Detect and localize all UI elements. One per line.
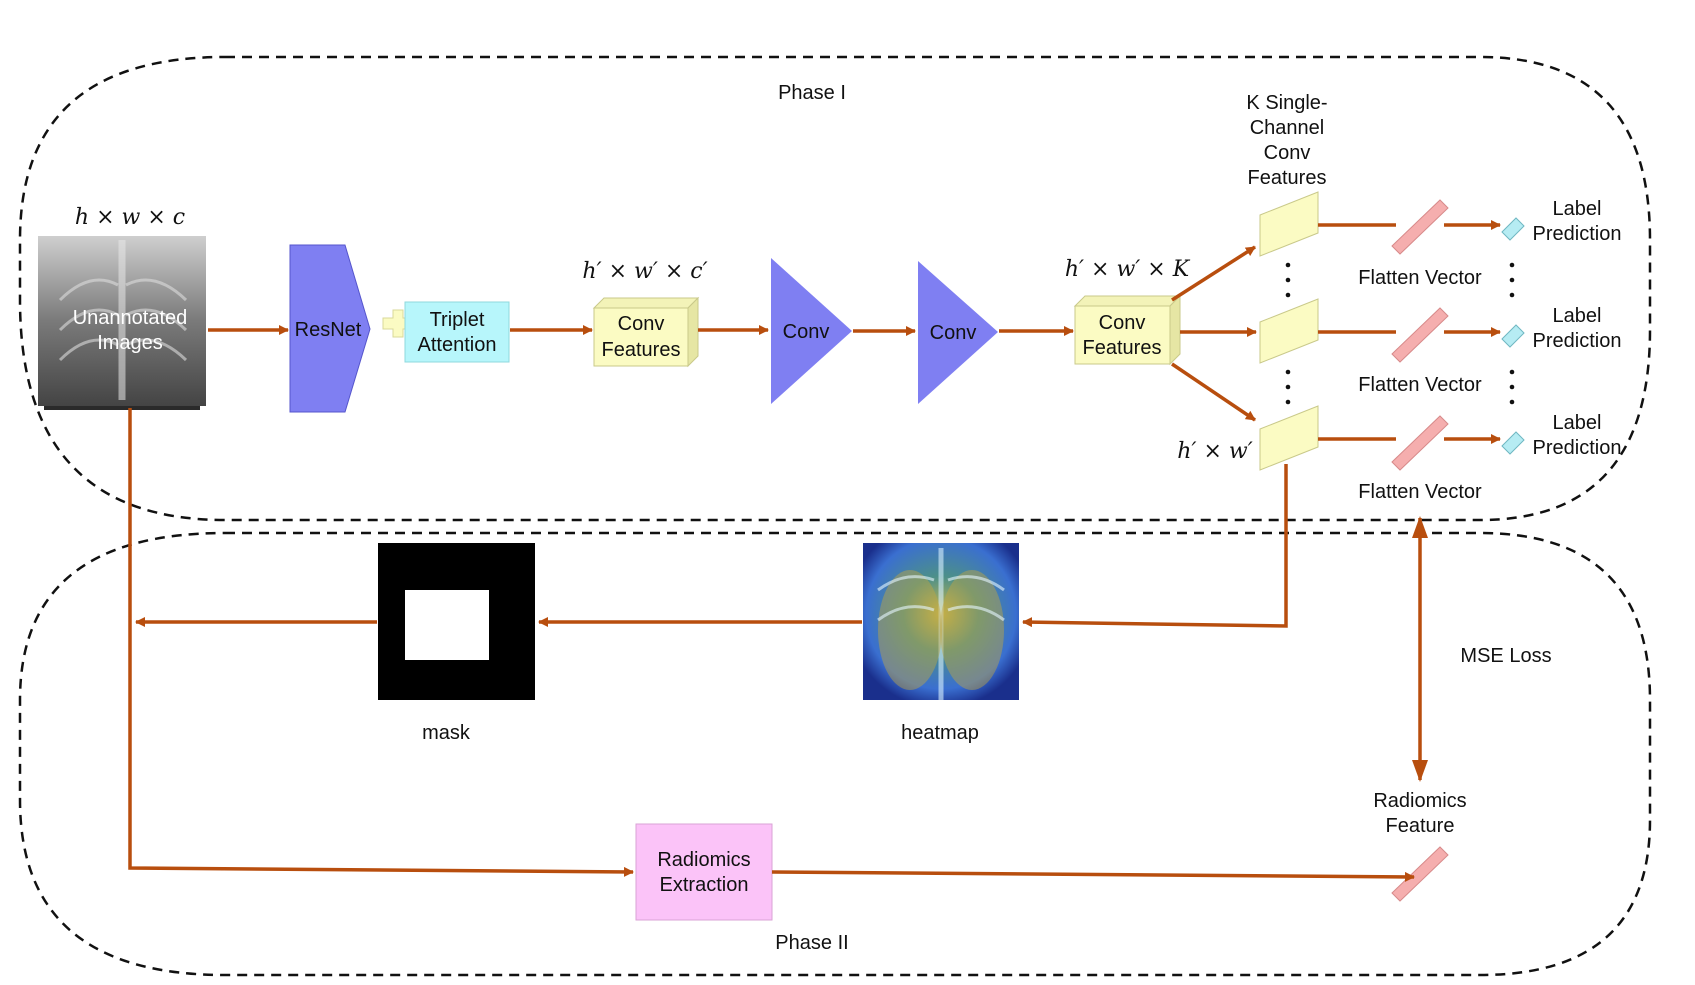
conv-block-2 bbox=[918, 261, 998, 404]
conv-features-1-line1: Conv bbox=[618, 313, 665, 335]
mse-loss-label: MSE Loss bbox=[1460, 645, 1551, 667]
single-channel-map-1 bbox=[1259, 191, 1319, 257]
phase-1-label: Phase I bbox=[778, 82, 846, 104]
resnet-label: ResNet bbox=[295, 319, 362, 341]
single-channel-map-2 bbox=[1259, 298, 1319, 364]
label-prediction-1-line2: Prediction bbox=[1533, 223, 1622, 245]
label-prediction-3-line2: Prediction bbox=[1533, 437, 1622, 459]
flatten-vector-label-3: Flatten Vector bbox=[1358, 481, 1482, 503]
radiomics-feature-bar bbox=[1391, 846, 1449, 902]
ellipsis-dots bbox=[1285, 262, 1515, 405]
label-prediction-2-line2: Prediction bbox=[1533, 330, 1622, 352]
label-prediction-bars bbox=[1501, 217, 1525, 455]
triplet-label-line2: Attention bbox=[418, 334, 497, 356]
conv-features-2-line2: Features bbox=[1083, 337, 1162, 359]
flow-arrows bbox=[128, 220, 1501, 882]
conv-block-1 bbox=[771, 258, 852, 404]
k-single-label-line3: Conv bbox=[1264, 142, 1311, 164]
conv-features-block-2 bbox=[1073, 294, 1182, 366]
radiomics-extraction-block bbox=[635, 823, 773, 921]
triplet-attention-block bbox=[404, 301, 510, 363]
k-single-label-line2: Channel bbox=[1250, 117, 1325, 139]
flatten-vector-label-1: Flatten Vector bbox=[1358, 267, 1482, 289]
input-dimension: h × w × c bbox=[75, 205, 185, 230]
images-label-line1: Unannotated bbox=[73, 307, 188, 329]
phase-2-label: Phase II bbox=[775, 932, 848, 954]
phase-2-region bbox=[18, 531, 1652, 977]
flatten-vector-bars bbox=[1391, 199, 1449, 902]
radiomics-feature-line1: Radiomics bbox=[1373, 790, 1466, 812]
heatmap-image bbox=[863, 543, 1019, 700]
radiomics-feature-line2: Feature bbox=[1386, 815, 1455, 837]
radiomics-extraction-line1: Radiomics bbox=[657, 849, 750, 871]
triplet-label-line1: Triplet bbox=[430, 309, 485, 331]
mask-label: mask bbox=[422, 722, 471, 744]
label-prediction-3-line1: Label bbox=[1553, 412, 1602, 434]
images-label-line2: Images bbox=[97, 332, 163, 354]
conv-features-block-1 bbox=[592, 296, 700, 368]
arrow-features-to-map3 bbox=[1171, 362, 1256, 422]
k-features-dimension: h′ × w′ × K bbox=[1065, 257, 1191, 282]
label-prediction-1-line1: Label bbox=[1553, 198, 1602, 220]
single-channel-map-3 bbox=[1259, 405, 1319, 471]
resnet-block bbox=[289, 244, 371, 413]
mask-image bbox=[378, 543, 535, 700]
k-single-label-line4: Features bbox=[1248, 167, 1327, 189]
arrow-map3-to-heatmap bbox=[1022, 464, 1288, 628]
arrow-features-to-map1 bbox=[1171, 245, 1256, 302]
conv-features-1-line2: Features bbox=[602, 339, 681, 361]
arrow-images-to-radiomics bbox=[128, 408, 634, 877]
arrow-radiomics-to-feature bbox=[771, 870, 1415, 882]
conv-features-2-line1: Conv bbox=[1099, 312, 1146, 334]
flatten-vector-label-2: Flatten Vector bbox=[1358, 374, 1482, 396]
conv-1-label: Conv bbox=[783, 321, 830, 343]
label-prediction-2-line1: Label bbox=[1553, 305, 1602, 327]
unannotated-images-stack: Unannotated Images bbox=[38, 236, 206, 410]
k-single-label-line1: K Single- bbox=[1246, 92, 1327, 114]
radiomics-extraction-line2: Extraction bbox=[660, 874, 749, 896]
heatmap-label: heatmap bbox=[901, 722, 979, 744]
phase-1-region bbox=[18, 55, 1652, 522]
conv-features-dimension: h′ × w′ × c′ bbox=[582, 259, 707, 284]
single-channel-dimension: h′ × w′ bbox=[1177, 439, 1252, 464]
conv-2-label: Conv bbox=[930, 322, 977, 344]
